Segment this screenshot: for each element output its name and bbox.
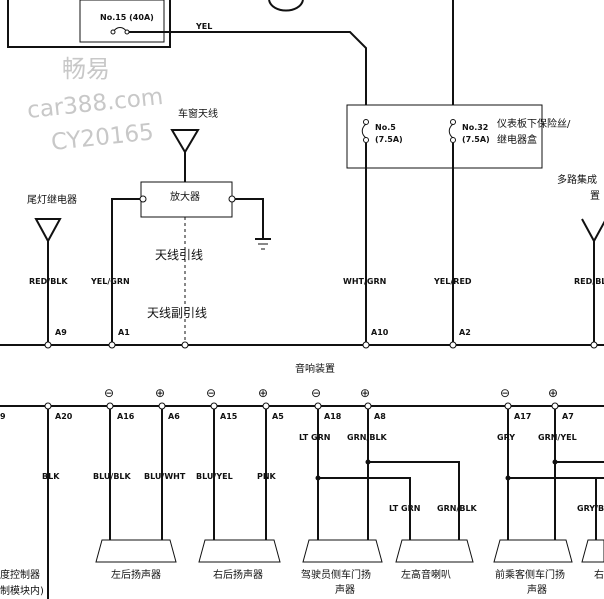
audio-unit-label: 音响装置 [295, 362, 335, 375]
pin-a8: A8 [374, 412, 386, 421]
antenna-symbol [170, 129, 200, 154]
fuse-no32-label: No.32 [462, 123, 488, 132]
polarity-pos-4: ⊕ [548, 386, 558, 400]
fuse-no15-label: No.15 (40A) [100, 13, 154, 22]
fuse-no5-label: No.5 [375, 123, 396, 132]
speaker-labels: 左后扬声器 右后扬声器 驾驶员侧车门扬 声器 左高音喇叭 前乘客侧车门扬 声器 … [111, 568, 604, 596]
watermark-line-2: car388.com [26, 84, 165, 124]
bottom-left-label-1: 度控制器 [0, 568, 40, 581]
wire-lt-grn-1: LT GRN [299, 433, 330, 442]
speaker-right-rear-label: 右后扬声器 [213, 568, 263, 581]
watermark-line-1: 畅易 [62, 55, 110, 83]
polarity-neg-1: ⊖ [104, 386, 114, 400]
lower-connector: 9 A20 A16 A6 A15 A5 A18 A8 A17 A7 [0, 402, 604, 421]
bottom-left-module: 度控制器 制模块内) [0, 568, 44, 597]
relay-left-symbol [34, 218, 62, 244]
polarity-neg-2: ⊖ [206, 386, 216, 400]
upper-connector: A9 A1 A10 A2 [0, 328, 604, 349]
pin-a18: A18 [324, 412, 342, 421]
fuse-no15-frame [79, 0, 165, 43]
pin-a1: A1 [118, 328, 130, 337]
wire-top-yel: YEL [195, 22, 212, 31]
wire-blu-blk: BLU/BLK [93, 472, 132, 481]
speaker-passenger-door-label-1: 前乘客侧车门扬 [495, 568, 565, 581]
speaker-left-rear-label: 左后扬声器 [111, 568, 161, 581]
relay-right-label-1: 多路集成 [557, 173, 597, 186]
pin-9: 9 [0, 412, 6, 421]
speaker-symbols [95, 539, 604, 563]
wire-lt-grn-2: LT GRN [389, 504, 420, 513]
pin-a6: A6 [168, 412, 180, 421]
relay-left-label: 尾灯继电器 [27, 193, 77, 206]
speaker-driver-door-label-2: 声器 [335, 583, 355, 596]
pin-a10: A10 [371, 328, 389, 337]
polarity-pos-3: ⊕ [360, 386, 370, 400]
pin-a7: A7 [562, 412, 574, 421]
relay-circle [268, 0, 304, 12]
speaker-left-tweeter-icon [395, 539, 474, 563]
fuse-no5-rating: (7.5A) [375, 135, 403, 144]
antenna-sub-lead-label: 天线副引线 [147, 306, 207, 320]
amplifier-label: 放大器 [170, 190, 200, 203]
antenna-lead-label: 天线引线 [155, 248, 203, 262]
pin-a16: A16 [117, 412, 135, 421]
pin-a17: A17 [514, 412, 531, 421]
speaker-driver-door-label-1: 驾驶员侧车门扬 [301, 568, 371, 581]
fuse-no32-rating: (7.5A) [462, 135, 490, 144]
pin-a9: A9 [55, 328, 67, 337]
watermark: 畅易 car388.com CY20165 [26, 55, 165, 156]
polarity-symbols: ⊖ ⊕ ⊖ ⊕ ⊖ ⊕ ⊖ ⊕ [104, 386, 558, 400]
lower-wire-labels: BLK BLU/BLK BLU/WHT BLU/YEL PNK LT GRN G… [42, 433, 604, 513]
underdash-fuse-box: No.5 (7.5A) No.32 (7.5A) 仪表板下保险丝/ 继电器盒 [346, 104, 571, 345]
relay-right-label-2: 置 [590, 190, 600, 202]
wire-grn-yel: GRN/YEL [538, 433, 577, 442]
watermark-line-3: CY20165 [50, 119, 155, 156]
speaker-left-rear-icon [95, 539, 177, 563]
wire-blu-wht: BLU/WHT [144, 472, 186, 481]
wire-gry: GRY [497, 433, 515, 442]
speaker-right-rear-icon [198, 539, 281, 563]
relay-left: 尾灯继电器 [27, 193, 77, 345]
bottom-left-label-2: 制模块内) [0, 584, 44, 597]
speaker-left-tweeter-label: 左高音喇叭 [401, 568, 451, 581]
pin-a5: A5 [272, 412, 284, 421]
fuse-box-label-1: 仪表板下保险丝/ [497, 117, 571, 130]
wire-pnk: PNK [257, 472, 277, 481]
pin-a15: A15 [220, 412, 238, 421]
relay-right: 多路集成 置 [557, 173, 604, 345]
speaker-edge-icon [581, 539, 604, 563]
polarity-pos-1: ⊕ [155, 386, 165, 400]
lower-wires [47, 409, 604, 599]
wire-wht-grn: WHT/GRN [343, 277, 386, 286]
wire-red-blk-right: RED/BLK [574, 277, 604, 286]
wire-yel-red: YEL/RED [433, 277, 472, 286]
relay-right-symbol [581, 218, 604, 244]
wire-red-blk-left: RED/BLK [29, 277, 68, 286]
speaker-passenger-door-label-2: 声器 [527, 583, 547, 596]
polarity-neg-3: ⊖ [311, 386, 321, 400]
pin-a20: A20 [55, 412, 73, 421]
wire-blk: BLK [42, 472, 60, 481]
speaker-passenger-door-icon [493, 539, 573, 563]
main-fuse-area: No.15 (40A) YEL [7, 0, 454, 105]
antenna-group: 车窗天线 放大器 天线引线 天线副引线 [111, 107, 271, 345]
speaker-driver-door-icon [302, 539, 383, 563]
upper-wire-labels: RED/BLK YEL/GRN WHT/GRN YEL/RED RED/BLK [29, 277, 604, 286]
speaker-edge-label: 右 [594, 568, 604, 581]
polarity-neg-4: ⊖ [500, 386, 510, 400]
polarity-pos-2: ⊕ [258, 386, 268, 400]
wire-yel-grn: YEL/GRN [90, 277, 130, 286]
fuse-box-label-2: 继电器盒 [497, 133, 537, 146]
pin-a2: A2 [459, 328, 471, 337]
wire-grn-blk-1: GRN/BLK [347, 433, 388, 442]
antenna-label: 车窗天线 [178, 107, 218, 120]
wire-blu-yel: BLU/YEL [196, 472, 233, 481]
wire-gry-b: GRY/B [577, 504, 604, 513]
wire-grn-blk-2: GRN/BLK [437, 504, 478, 513]
